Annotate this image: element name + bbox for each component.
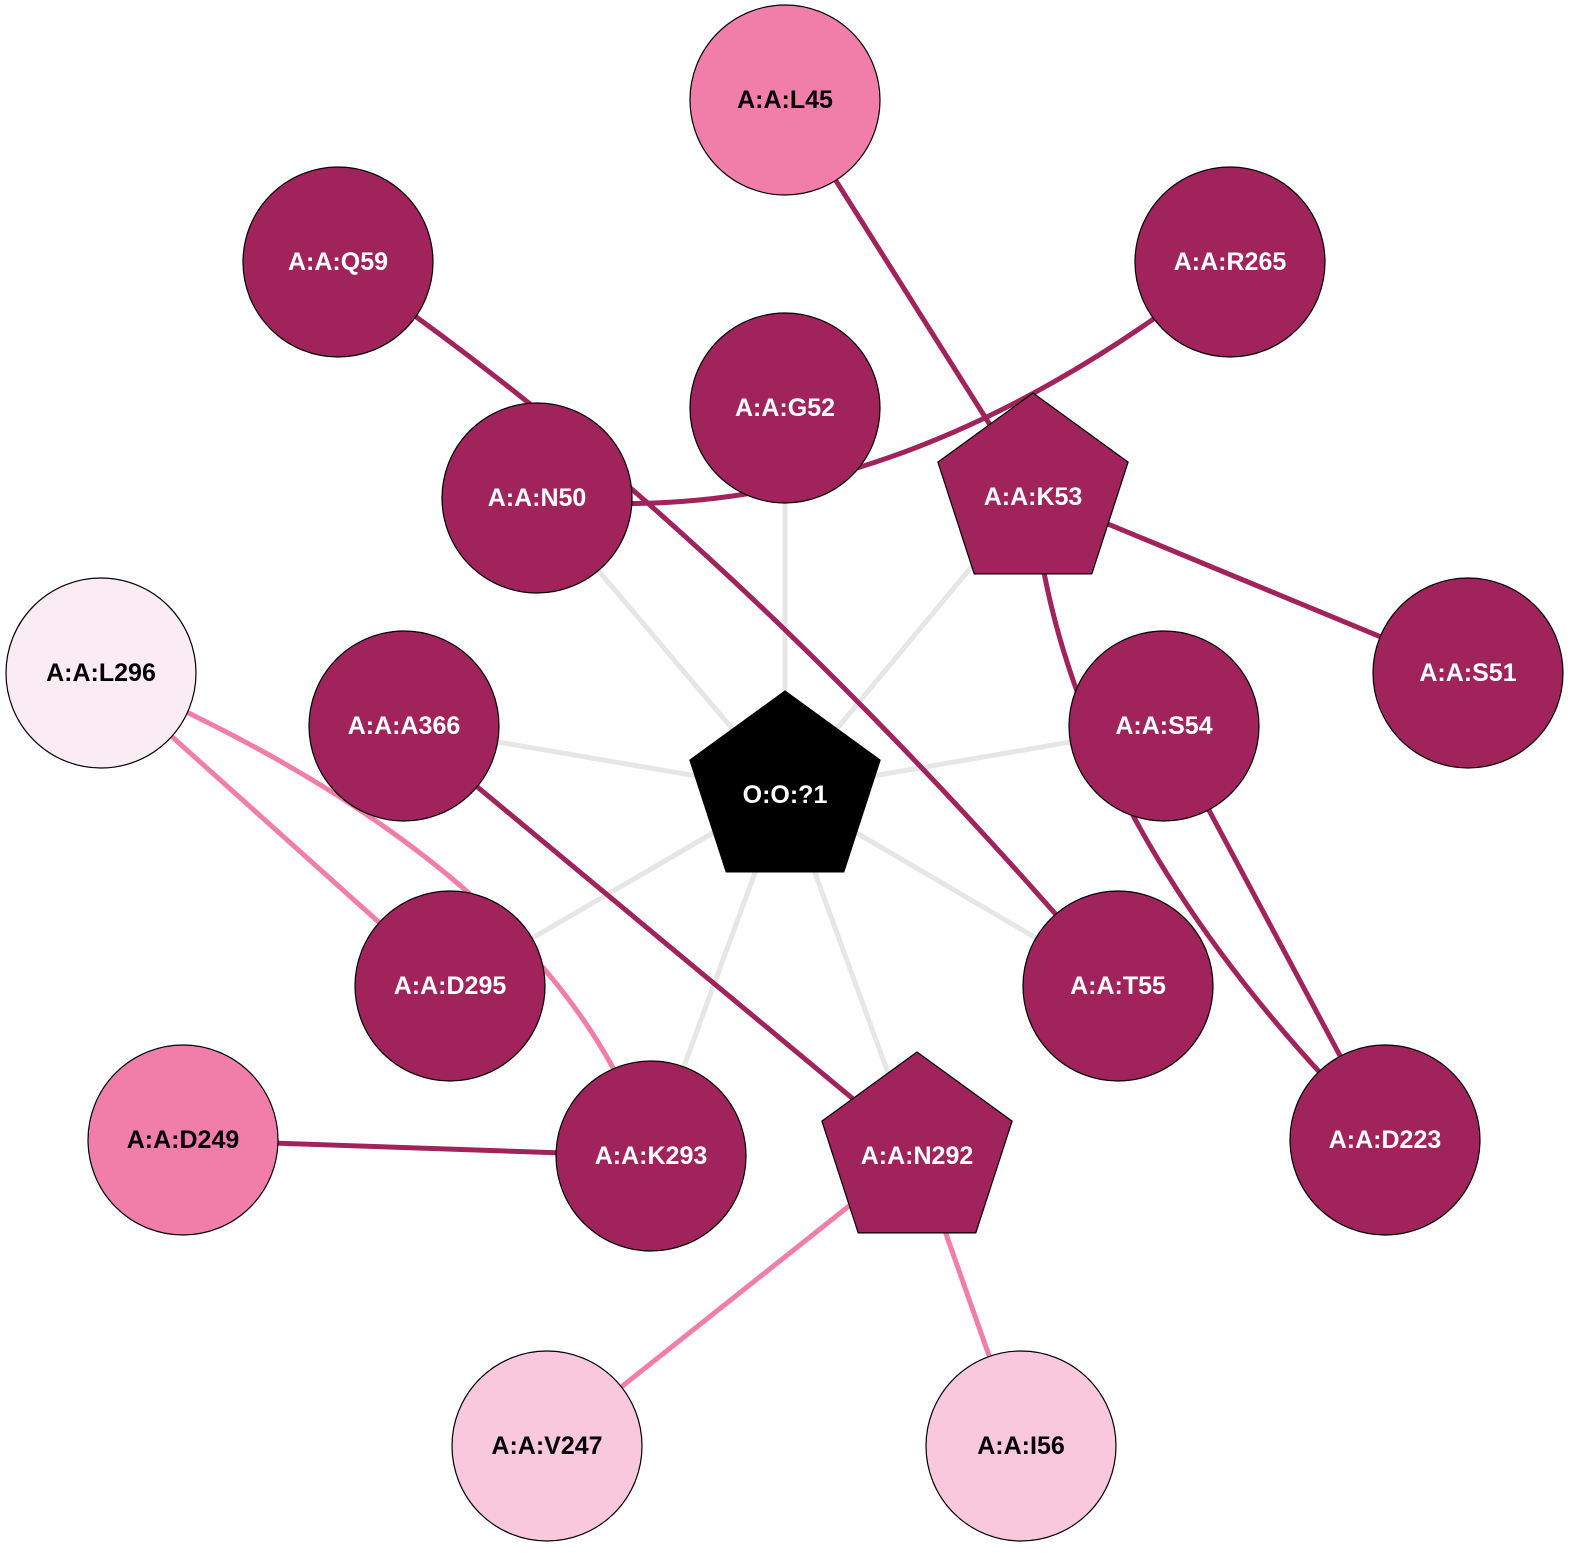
edge-a-a-a366-to-a-a-n292: [402, 724, 919, 1154]
node-shape-a-a-l45: [689, 4, 881, 196]
node-label-a-a-d249: A:A:D249: [127, 1126, 240, 1154]
node-label-a-a-q59: A:A:Q59: [288, 248, 388, 276]
node-a-a-d295: A:A:D295: [354, 890, 546, 1082]
node-shape-a-a-k293: [555, 1060, 747, 1252]
node-o-o-1: O:O:?1: [689, 690, 881, 873]
node-shape-a-a-d249: [87, 1044, 279, 1236]
node-label-a-a-k53: A:A:K53: [984, 483, 1083, 511]
node-label-a-a-v247: A:A:V247: [491, 1432, 602, 1460]
node-label-a-a-d223: A:A:D223: [1329, 1126, 1442, 1154]
node-label-a-a-l45: A:A:L45: [737, 86, 833, 114]
node-shape-a-a-n50: [441, 402, 633, 594]
node-a-a-d223: A:A:D223: [1289, 1044, 1481, 1236]
edge-a-a-q59-to-a-a-t55: [336, 259, 1120, 988]
node-label-a-a-i56: A:A:I56: [977, 1432, 1065, 1460]
node-label-a-a-k293: A:A:K293: [595, 1142, 708, 1170]
node-shape-a-a-d223: [1289, 1044, 1481, 1236]
node-label-a-a-n50: A:A:N50: [488, 484, 587, 512]
node-label-o-o-1: O:O:?1: [743, 781, 828, 809]
node-a-a-g52: A:A:G52: [689, 312, 881, 504]
node-shape-a-a-t55: [1022, 890, 1214, 1082]
node-a-a-k53: A:A:K53: [937, 392, 1129, 575]
node-a-a-i56: A:A:I56: [925, 1350, 1117, 1542]
node-a-a-s54: A:A:S54: [1068, 630, 1260, 822]
node-shape-a-a-i56: [925, 1350, 1117, 1542]
node-shape-a-a-a366: [308, 630, 500, 822]
node-shape-a-a-g52: [689, 312, 881, 504]
node-shape-a-a-r265: [1134, 166, 1326, 358]
node-shape-a-a-v247: [451, 1350, 643, 1542]
node-shape-a-a-q59: [242, 166, 434, 358]
node-shape-a-a-n292: [821, 1051, 1013, 1234]
node-a-a-t55: A:A:T55: [1022, 890, 1214, 1082]
edge-a-a-r265-to-a-a-n50: [536, 260, 1232, 506]
node-label-a-a-s51: A:A:S51: [1419, 659, 1516, 687]
node-label-a-a-a366: A:A:A366: [348, 712, 461, 740]
node-a-a-l296: A:A:L296: [5, 577, 197, 769]
node-a-a-d249: A:A:D249: [87, 1044, 279, 1236]
node-shape-a-a-l296: [5, 577, 197, 769]
node-label-a-a-r265: A:A:R265: [1174, 248, 1287, 276]
node-label-a-a-g52: A:A:G52: [735, 394, 835, 422]
node-a-a-v247: A:A:V247: [451, 1350, 643, 1542]
node-a-a-a366: A:A:A366: [308, 630, 500, 822]
node-shape-a-a-s51: [1372, 577, 1564, 769]
node-a-a-s51: A:A:S51: [1372, 577, 1564, 769]
node-a-a-r265: A:A:R265: [1134, 166, 1326, 358]
edge-a-a-k53-to-a-a-d223: [1030, 492, 1387, 1142]
node-label-a-a-d295: A:A:D295: [394, 972, 507, 1000]
node-label-a-a-n292: A:A:N292: [861, 1142, 974, 1170]
node-shape-a-a-s54: [1068, 630, 1260, 822]
node-shape-o-o-1: [689, 690, 881, 873]
node-a-a-n50: A:A:N50: [441, 402, 633, 594]
node-shape-a-a-d295: [354, 890, 546, 1082]
node-shape-a-a-k53: [937, 392, 1129, 575]
node-label-a-a-l296: A:A:L296: [46, 659, 156, 687]
node-a-a-k293: A:A:K293: [555, 1060, 747, 1252]
node-label-a-a-t55: A:A:T55: [1070, 972, 1166, 1000]
node-a-a-l45: A:A:L45: [689, 4, 881, 196]
node-a-a-n292: A:A:N292: [821, 1051, 1013, 1234]
node-a-a-q59: A:A:Q59: [242, 166, 434, 358]
node-label-a-a-s54: A:A:S54: [1115, 712, 1212, 740]
